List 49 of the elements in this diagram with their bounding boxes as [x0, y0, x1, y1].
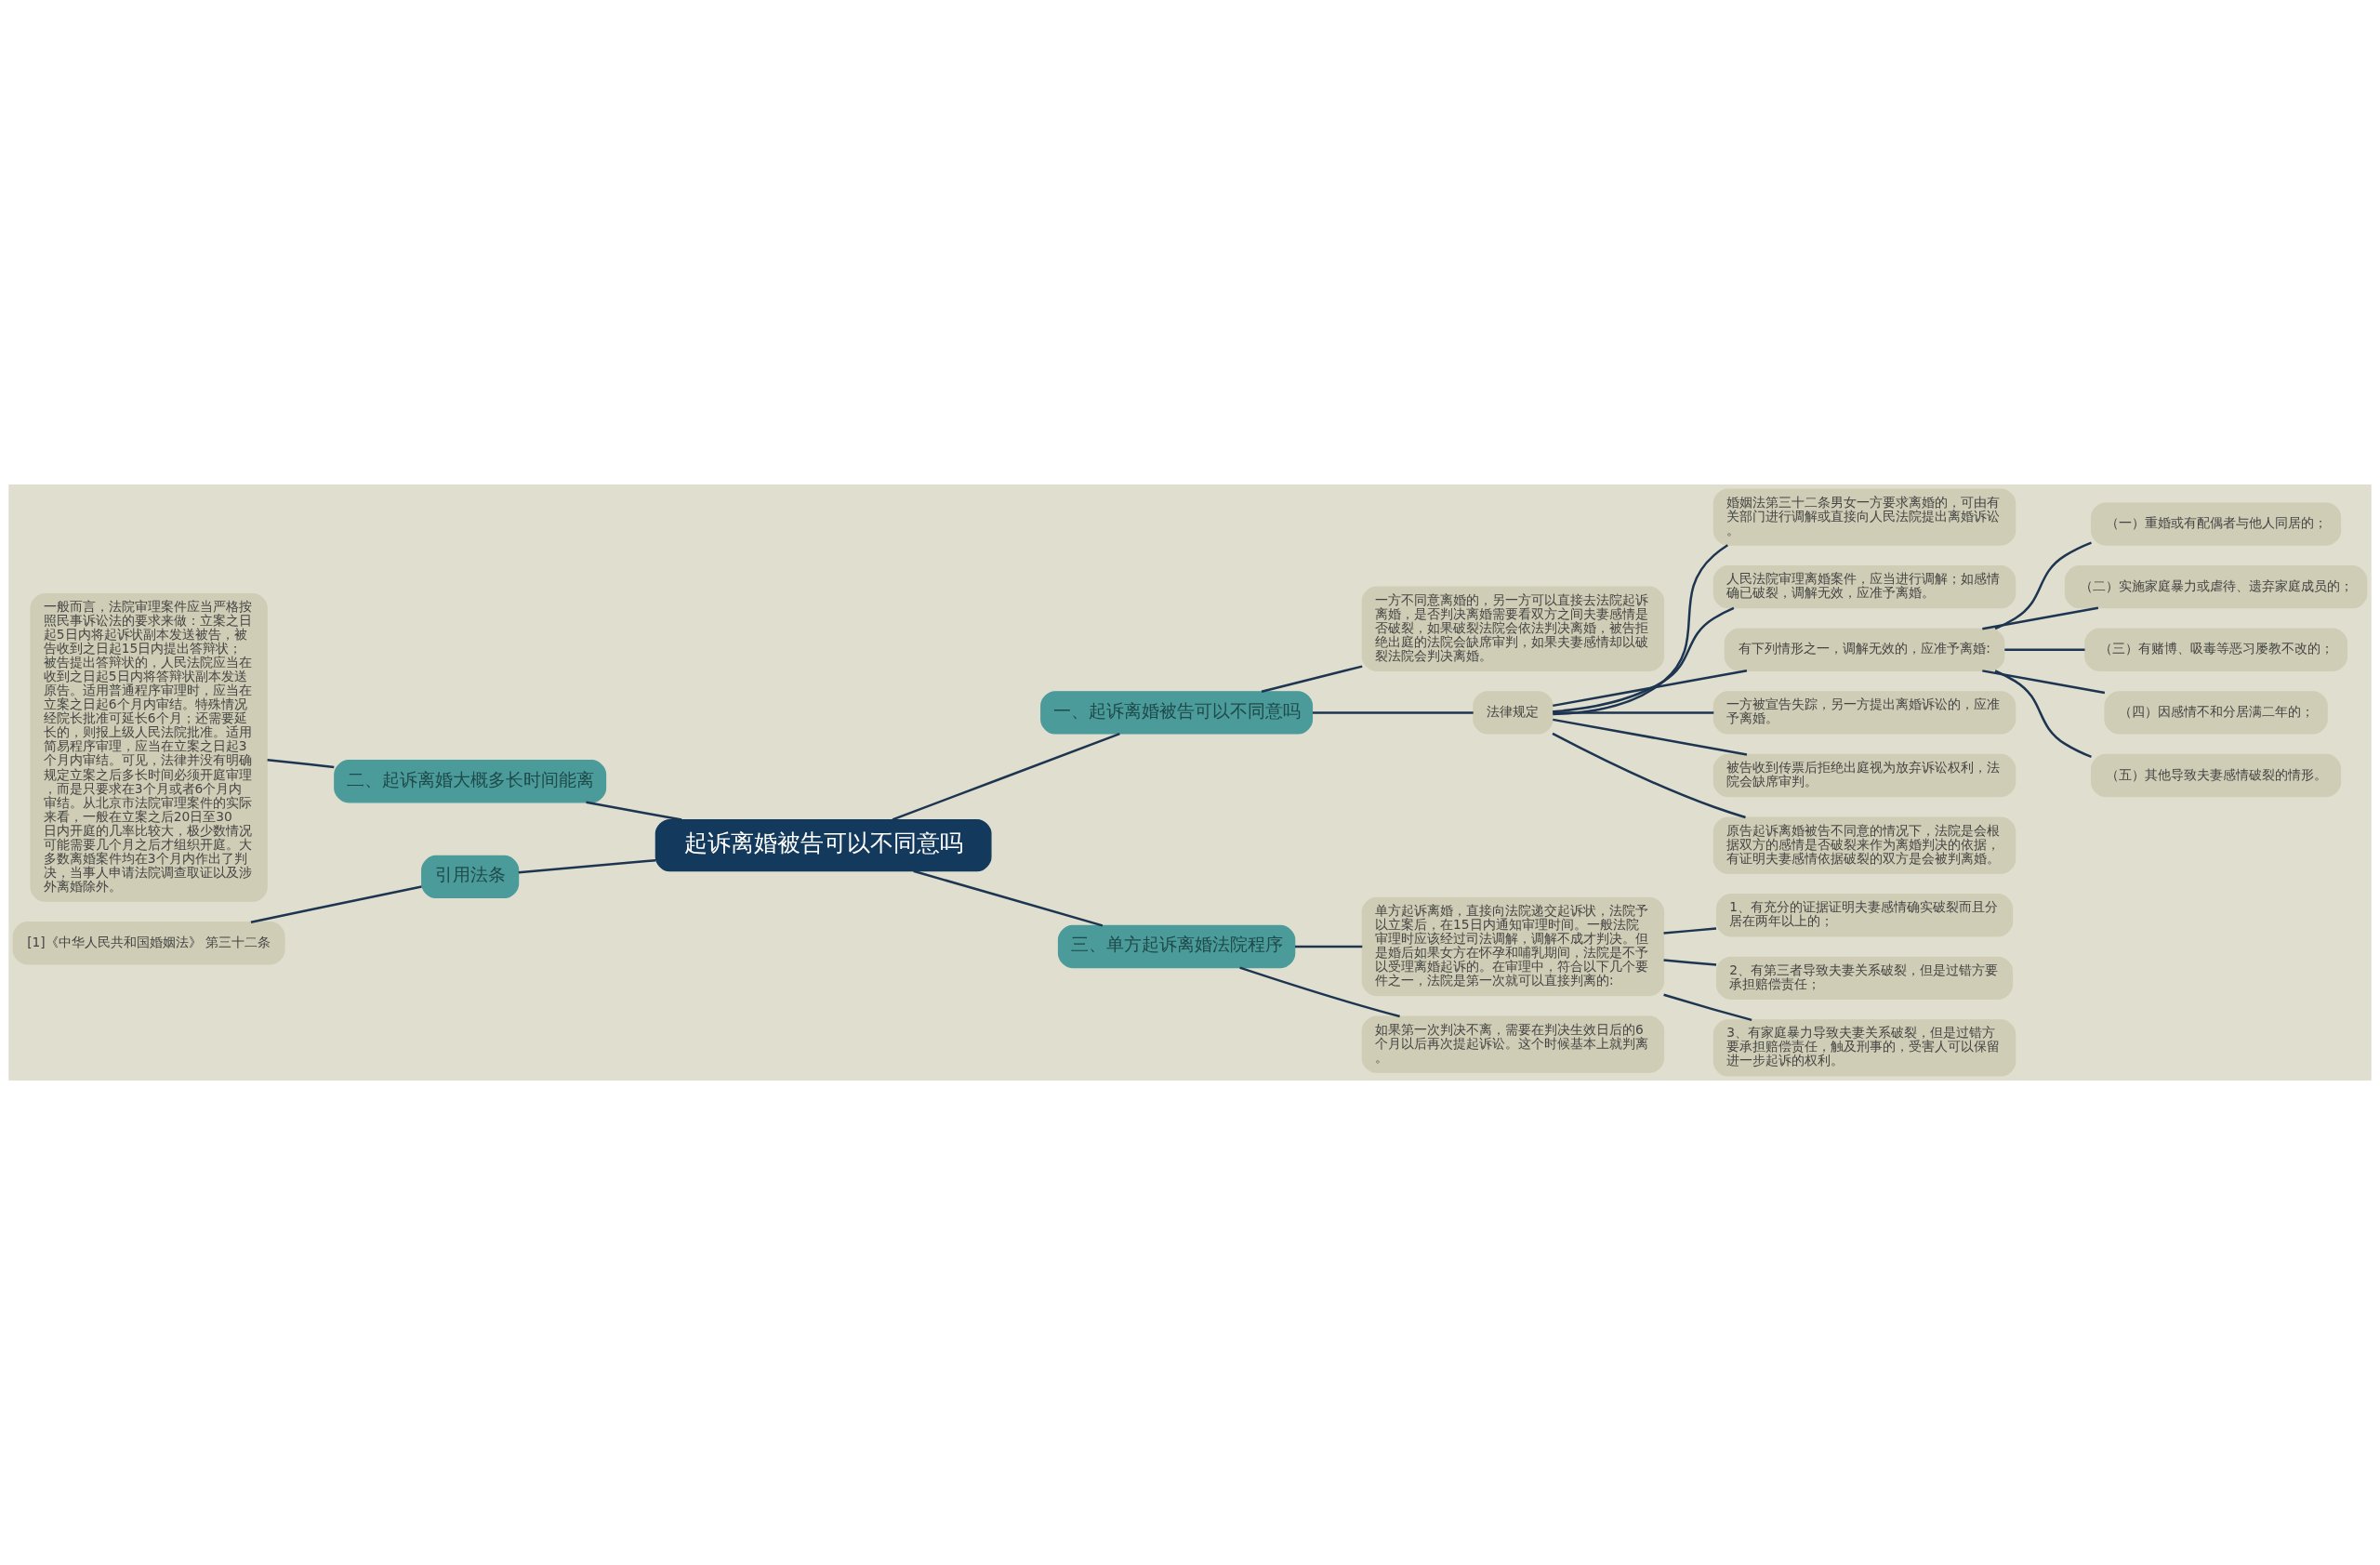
- node-box: 一、起诉离婚被告可以不同意吗: [1040, 691, 1314, 735]
- node-box: 婚姻法第三十二条男女一方要求离婚的，可由有关部门进行调解或直接向人民法院提出离婚诉讼。: [1712, 488, 2016, 546]
- connector: [1553, 606, 1735, 713]
- connector: [1553, 718, 1748, 756]
- connector: [1994, 670, 2092, 759]
- connector: [1312, 711, 1474, 714]
- node-box: 三、单方起诉离婚法院程序: [1057, 924, 1296, 969]
- connector: [586, 801, 682, 821]
- connector: [1663, 959, 1717, 966]
- connector: [1553, 711, 1714, 714]
- connector: [1982, 670, 2106, 695]
- node-box: 有下列情形之一，调解无效的，应准予离婚:: [1724, 628, 2005, 671]
- node-box: 人民法院审理离婚案件，应当进行调解；如感情确已破裂，调解无效，应准予离婚。: [1712, 565, 2016, 609]
- connector: [1553, 670, 1748, 708]
- connector: [1295, 945, 1363, 948]
- node-box: （五）其他导致夫妻感情破裂的情形。: [2091, 753, 2342, 798]
- connector: [1994, 541, 2092, 630]
- node-box: [1]《中华人民共和国婚姻法》 第三十二条: [12, 922, 285, 965]
- connector: [1552, 732, 1746, 819]
- node-box: 1、有充分的证据证明夫妻感情确实破裂而且分居在两年以上的；: [1715, 894, 2014, 937]
- node-box: 一般而言，法院审理案件应当严格按照民事诉讼法的要求来做：立案之日起5日内将起诉状副本发送被告，被告收到之日起15日内提出答辩状；被告提出答辩状的，人民法院应当在收到之日起5日内将答辩状副本发送原告。适用普通程序审理时，应当在立案之日起6个月内审结。特殊情况经院长批准可延长6个月；还需要延长的，则报上级人民法院批准。适用简易程序审理，应当在立案之日起3个月内审结。可见，法律并没有明确规定立案之后多长时间必须开庭审理，而是只要求在3个月或者6个月内审结。从北京市法院审理案件的实际来看，一般在立案之后20日至30日内开庭的几率比较大，极少数情况可能需要几个月之后才组织开庭。大多数离婚案件均在3个月内作出了判决，当事人申请法院调查取证以及涉外离婚除外。: [30, 593, 268, 902]
- connector: [2004, 648, 2085, 652]
- node-box: 单方起诉离婚，直接向法院递交起诉状，法院予以立案后，在15日内通知审理时间。一般法院审理时应该经过司法调解，调解不成才判决。但是婚后如果女方在怀孕和哺乳期间，法院是不予以受理离婚起诉的。在审理中，符合以下几个要件之一，法院是第一次就可以直接判离的:: [1361, 896, 1665, 997]
- node-box: （三）有赌博、吸毒等恶习屡教不改的；: [2084, 628, 2348, 671]
- node-box: 一方被宣告失踪，另一方提出离婚诉讼的，应准予离婚。: [1712, 691, 2016, 735]
- node-box: 一方不同意离婚的，另一方可以直接去法院起诉离婚，是否判决离婚需要看双方之间夫妻感情是否破裂，如果破裂法院会依法判决离婚，被告拒绝出庭的法院会缺席审判，如果夫妻感情却以破裂法院会判决离婚。: [1361, 586, 1665, 671]
- node-box: （一）重婚或有配偶者与他人同居的；: [2091, 502, 2342, 546]
- connector: [267, 759, 335, 769]
- connector: [1663, 927, 1717, 935]
- node-box: （二）实施家庭暴力或虐待、遗弃家庭成员的；: [2064, 565, 2368, 609]
- node-box: 起诉离婚被告可以不同意吗: [654, 818, 992, 872]
- node-box: 法律规定: [1473, 691, 1554, 735]
- node-box: 3、有家庭暴力导致夫妻关系破裂，但是过错方要承担赔偿责任，触及刑事的，受害人可以保留进一步起诉的权利。: [1712, 1019, 2016, 1077]
- connector: [892, 732, 1120, 821]
- connector: [913, 869, 1104, 927]
- node-box: 2、有第三者导致夫妻关系破裂，但是过错方要承担赔偿责任；: [1715, 956, 2014, 1000]
- connector: [1261, 665, 1363, 693]
- connector: [1982, 606, 2099, 630]
- node-box: 被告收到传票后拒绝出庭视为放弃诉讼权利，法院会缺席审判。: [1712, 753, 2016, 798]
- connector: [1663, 993, 1752, 1022]
- node-box: 引用法条: [421, 855, 520, 899]
- node-box: （四）因感情不和分居满二年的；: [2104, 691, 2328, 735]
- node-box: 如果第一次判决不离，需要在判决生效日后的6个月以后再次提起诉讼。这个时候基本上就判离。: [1361, 1015, 1665, 1073]
- connector: [250, 885, 422, 923]
- node-box: 原告起诉离婚被告不同意的情况下，法院是会根据双方的感情是否破裂来作为离婚判决的依据，有证明夫妻感情依据破裂的双方是会被判离婚。: [1712, 816, 2016, 874]
- node-box: 二、起诉离婚大概多长时间能离: [334, 760, 607, 803]
- connector: [1553, 544, 1728, 716]
- connector: [1239, 966, 1400, 1018]
- connector: [518, 858, 656, 874]
